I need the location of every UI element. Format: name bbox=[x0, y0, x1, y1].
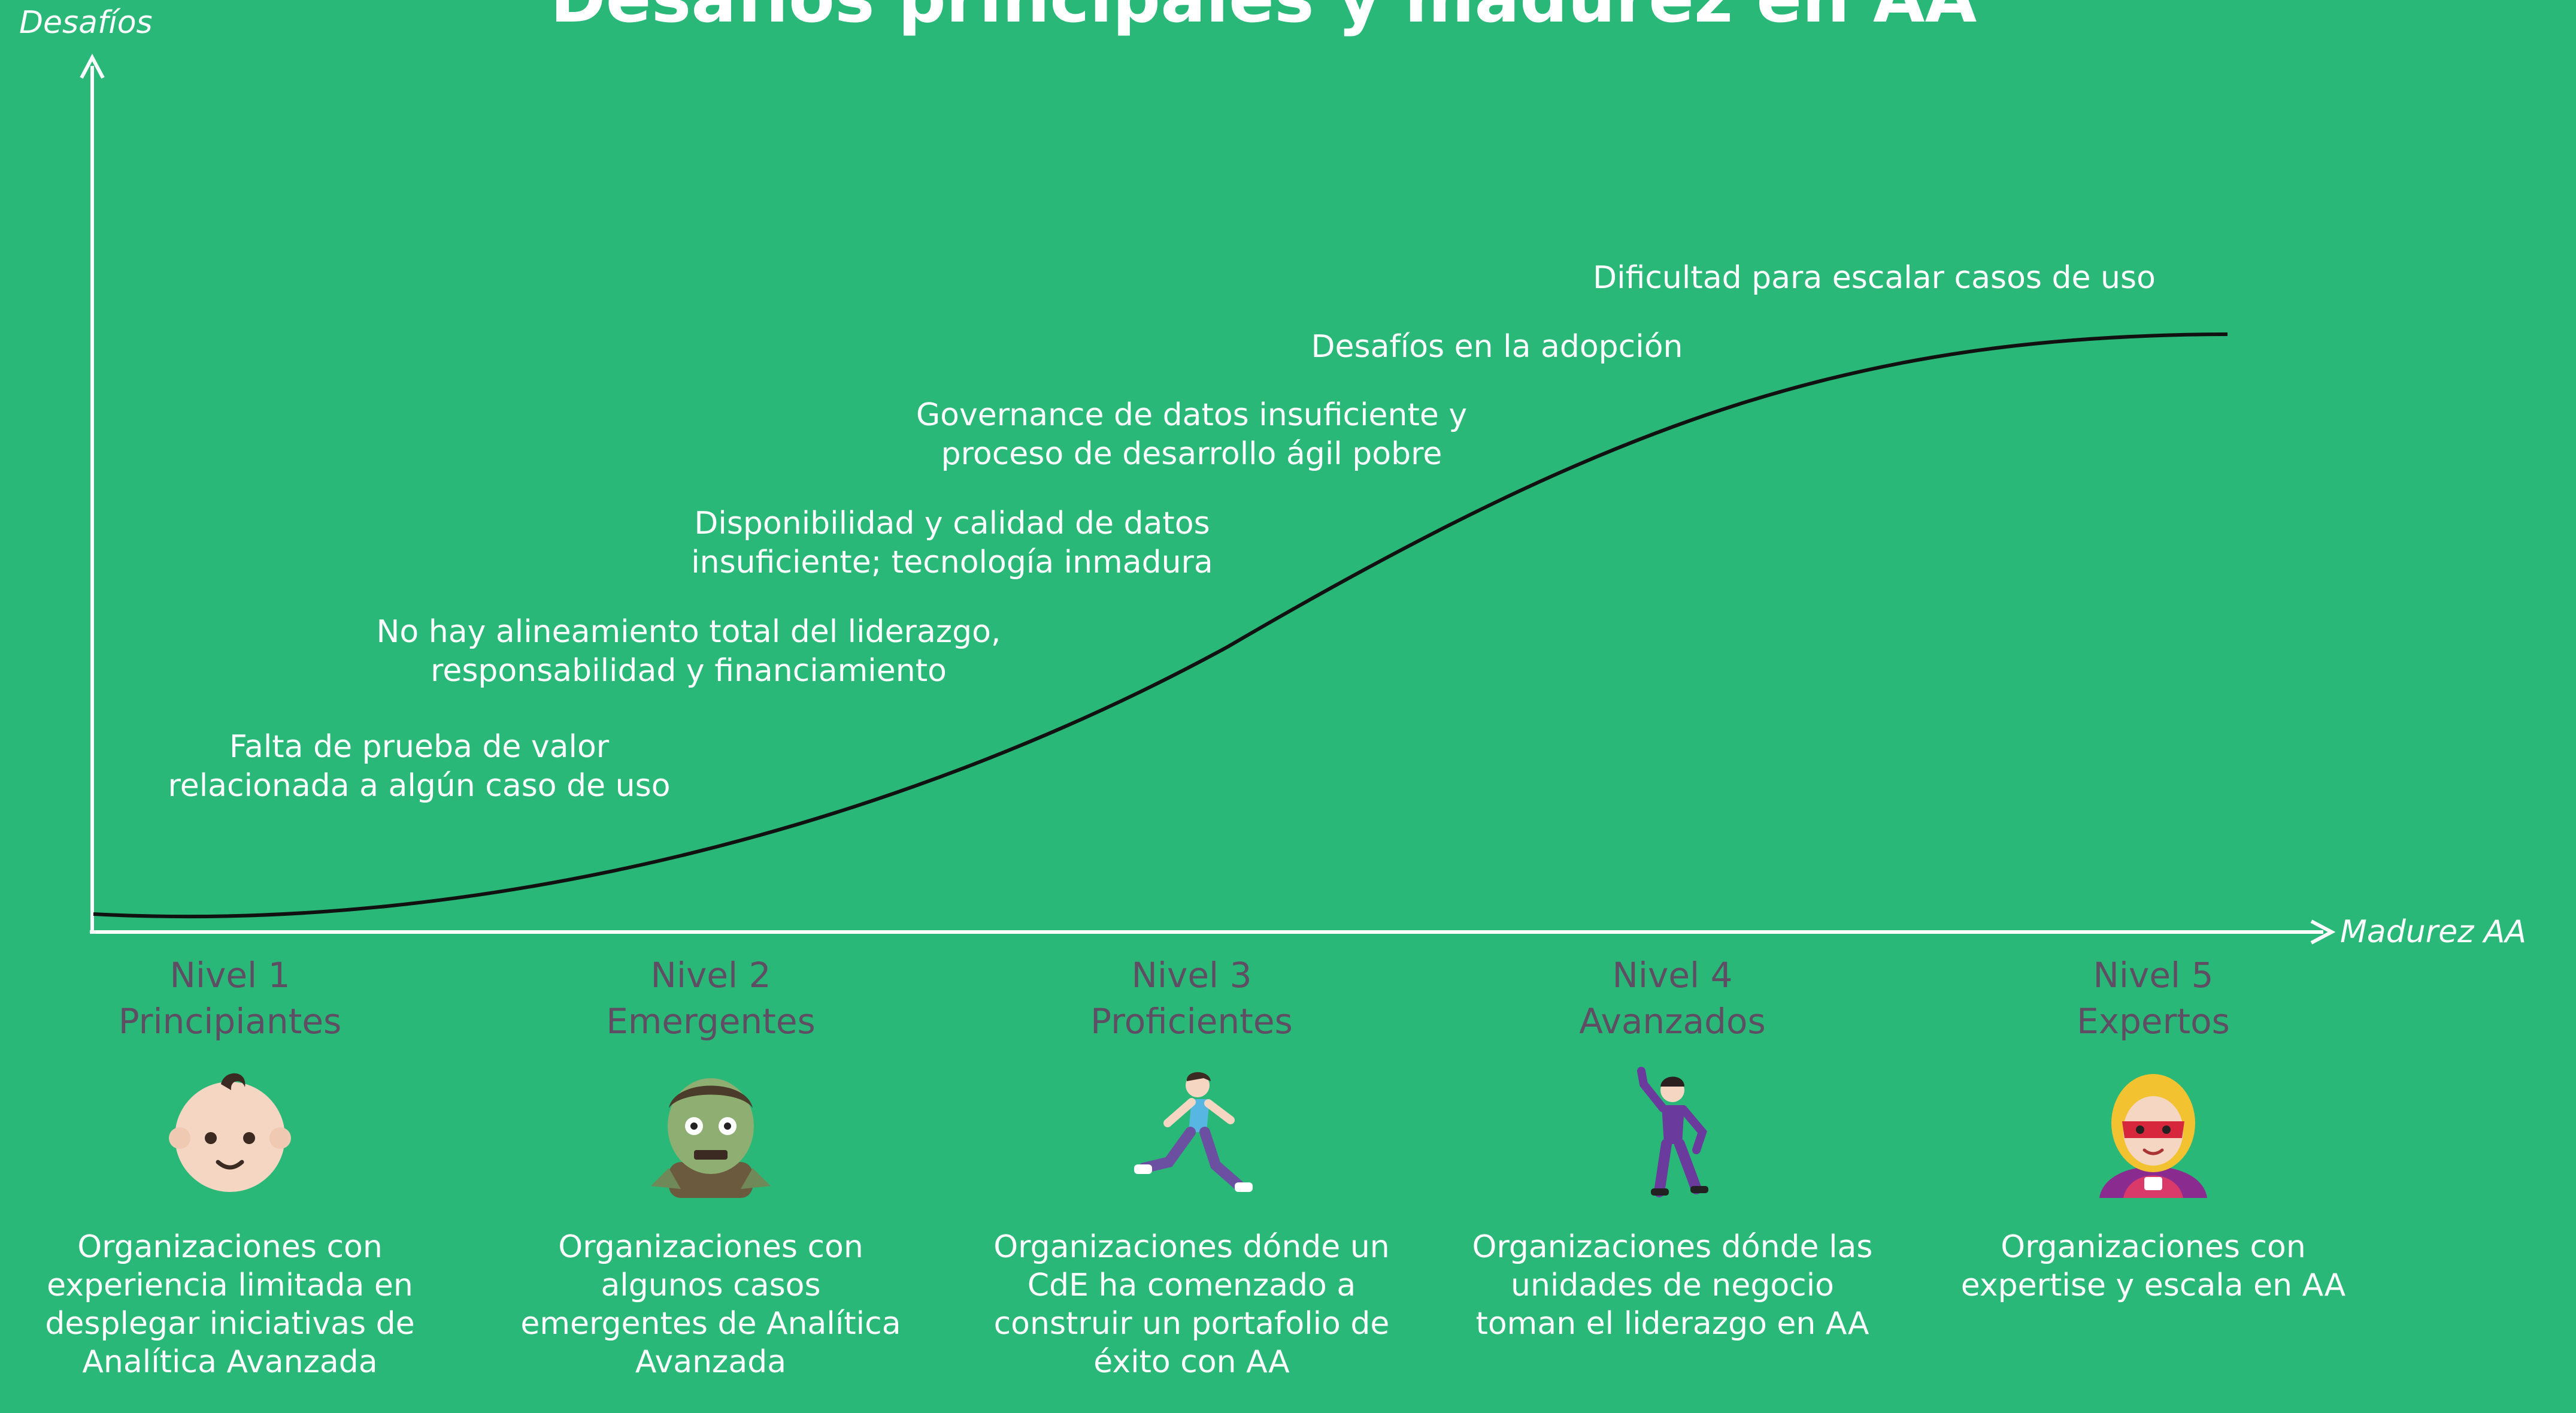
page-title: Desafíos principales y madurez en AA bbox=[0, 0, 2527, 41]
runner-icon bbox=[1134, 1072, 1253, 1192]
challenge-5: Desafíos en la adopción bbox=[1311, 329, 1683, 365]
challenge-curve bbox=[93, 332, 2228, 919]
dancer-icon bbox=[1637, 1067, 1708, 1197]
challenge-6: Dificultad para escalar casos de uso bbox=[1593, 260, 2156, 296]
y-axis-label: Desafíos bbox=[19, 5, 153, 41]
level-5-description: Organizaciones con expertise y escala en… bbox=[1960, 1229, 2346, 1303]
superhero-icon bbox=[2099, 1074, 2207, 1198]
x-axis bbox=[90, 919, 2336, 945]
x-axis-label: Madurez AA bbox=[2340, 914, 2527, 950]
challenge-2: No hay alineamiento total del liderazgo,… bbox=[376, 614, 1001, 689]
level-3-description: Organizaciones dónde un CdE ha comenzado… bbox=[993, 1229, 1390, 1380]
baby-icon bbox=[169, 1073, 291, 1192]
level-2-description: Organizaciones con algunos casos emergen… bbox=[520, 1229, 901, 1380]
zombie-icon bbox=[651, 1078, 771, 1198]
y-axis bbox=[80, 53, 105, 933]
level-1-description: Organizaciones con experiencia limitada … bbox=[45, 1229, 415, 1380]
level-4-description: Organizaciones dónde las unidades de neg… bbox=[1472, 1229, 1873, 1342]
